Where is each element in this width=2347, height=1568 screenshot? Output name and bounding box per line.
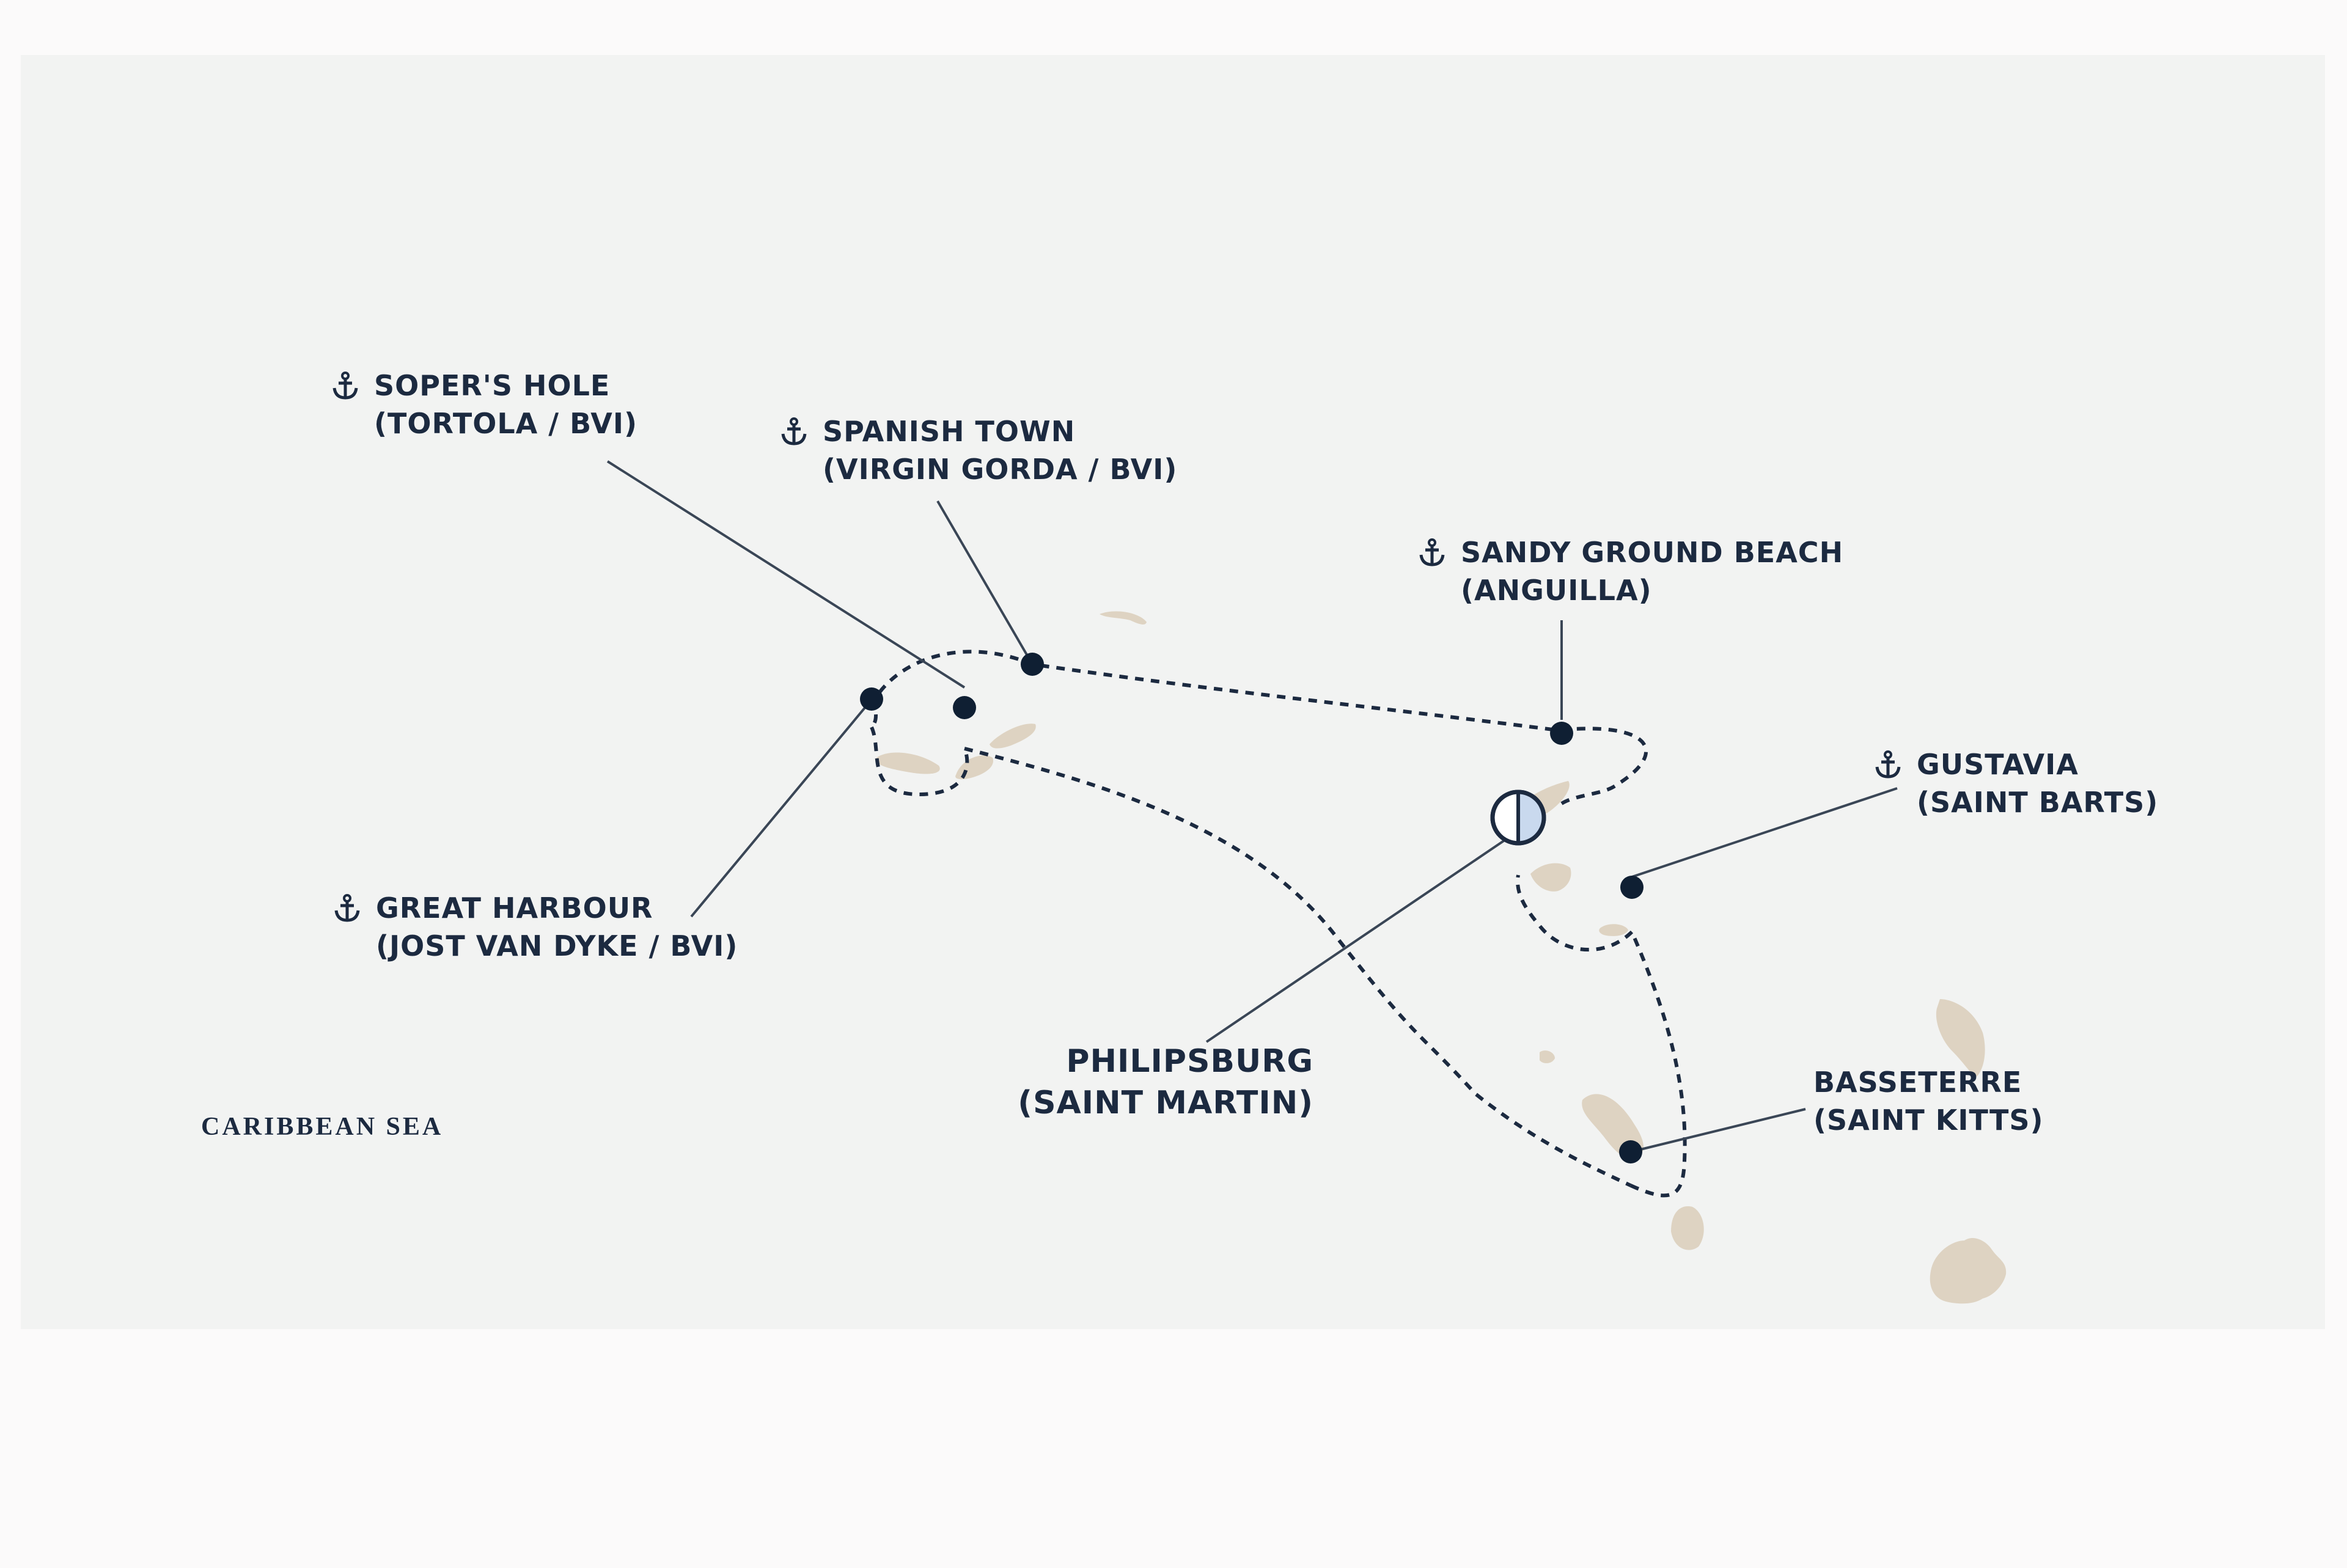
label-philipsburg: PHILIPSBURG (SAINT MARTIN) [999,1041,1313,1124]
port-name: SANDY GROUND BEACH [1461,536,1844,569]
port-dots [860,653,1644,1163]
island-tortola [955,755,994,780]
island-anegada [1100,611,1147,625]
anchor-icon [332,893,362,923]
route-segment-tortola-saintkitts [964,747,1632,1187]
label-basseterre: BASSETERRE (SAINT KITTS) [1813,1063,2044,1139]
label-sopers-hole: SOPER'S HOLE (TORTOLA / BVI) [374,367,637,442]
port-name: SOPER'S HOLE [374,369,611,402]
sea-label: CARIBBEAN SEA [201,1113,444,1141]
port-region: (VIRGIN GORDA / BVI) [823,453,1178,486]
island-barbuda [1936,999,1985,1077]
island-nevis [1671,1206,1704,1250]
route-segment-anguilla-jvd [870,650,1648,805]
route-segment-saintkitts-gustavia [1629,931,1687,1198]
island-antigua [1930,1237,2007,1304]
port-name: SPANISH TOWN [823,415,1076,448]
leader-sopers-hole [606,460,966,689]
port-region: (SAINT BARTS) [1917,786,2159,819]
leader-basseterre [1630,1108,1806,1153]
island-saint-barts [1599,924,1628,936]
label-sandy-ground: SANDY GROUND BEACH (ANGUILLA) [1461,533,1843,609]
anchor-icon [1873,749,1903,780]
label-great-harbour: GREAT HARBOUR (JOST VAN DYKE / BVI) [376,889,738,965]
port-region: (JOST VAN DYKE / BVI) [376,929,738,962]
port-dot-great-harbour[interactable] [860,687,883,711]
cruise-route [870,650,1687,1198]
island-virgin-gorda [990,724,1036,749]
map-panel: SOPER'S HOLE (TORTOLA / BVI) SPANISH TOW… [21,55,2325,1329]
leader-lines [606,460,1898,1153]
port-dot-sopers-hole[interactable] [953,696,976,719]
route-segment-gustavia-philipsburg [1516,874,1634,952]
port-dot-sandy-ground[interactable] [1550,722,1573,745]
port-region: (ANGUILLA) [1461,574,1652,607]
port-name: GREAT HARBOUR [376,892,653,925]
port-dot-basseterre[interactable] [1619,1140,1642,1163]
label-gustavia: GUSTAVIA (SAINT BARTS) [1917,746,2158,821]
leader-philipsburg [1205,830,1519,1043]
port-dot-gustavia[interactable] [1620,876,1644,899]
port-dot-spanish-town[interactable] [1021,653,1044,676]
port-region: (TORTOLA / BVI) [374,407,638,440]
leader-spanish-town [936,500,1034,665]
island-jost-van-dyke [876,752,940,774]
port-region: (SAINT MARTIN) [1018,1085,1313,1121]
port-region: (SAINT KITTS) [1813,1104,2044,1137]
label-spanish-town: SPANISH TOWN (VIRGIN GORDA / BVI) [823,412,1177,488]
port-name: PHILIPSBURG [1066,1043,1313,1080]
embark-marker-icon[interactable] [1490,789,1546,846]
anchor-icon [330,370,361,401]
island-saba [1540,1050,1555,1063]
port-name: BASSETERRE [1813,1066,2022,1099]
route-map [606,460,2007,1304]
port-name: GUSTAVIA [1917,748,2079,781]
island-saint-martin [1530,863,1571,892]
leader-great-harbour [690,698,873,918]
anchor-icon [1417,537,1447,568]
leader-gustavia [1631,787,1898,878]
anchor-icon [779,416,809,447]
